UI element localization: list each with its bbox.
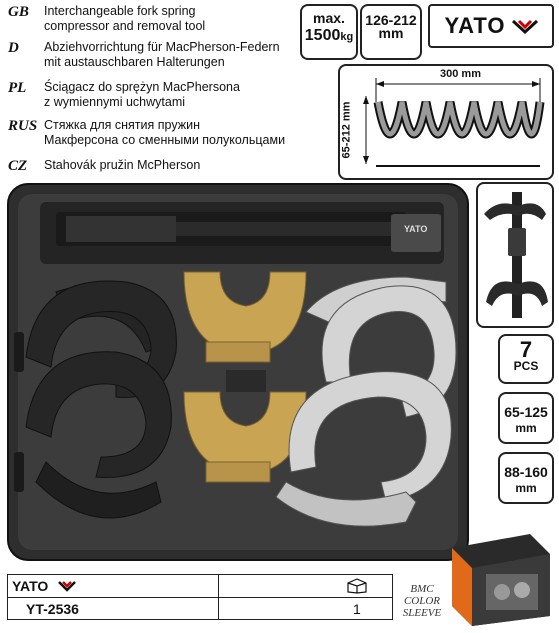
range-unit: mm (378, 25, 404, 41)
tool-side-image (476, 182, 554, 328)
large-range-value: 88-160 (504, 464, 548, 480)
lang-d: D Abziehvorrichtung für MacPherson-Feder… (8, 40, 280, 70)
spring-height-label: 65-212 mm (340, 101, 353, 159)
lang-line: mit austauschbaren Halterungen (44, 55, 225, 69)
lang-code: GB (8, 4, 29, 20)
lang-code: PL (8, 80, 27, 96)
brand-mark-icon (511, 19, 538, 34)
range-value: 126-212 (365, 12, 417, 28)
packaging-note-line: SLEEVE (402, 607, 442, 619)
table-header-row (8, 575, 392, 598)
lang-line: Abziehvorrichtung für MacPherson-Federn (44, 40, 280, 54)
packaging-note-line: COLOR (403, 595, 441, 607)
table-brand: YATO (12, 578, 49, 594)
lang-line: Interchangeable fork spring (44, 4, 196, 18)
small-range-value: 65-125 (504, 404, 548, 420)
pieces-count-unit: PCS (513, 359, 539, 373)
lang-pl: PL Ściągacz do sprężyn MacPhersona z wym… (8, 80, 240, 110)
max-unit: kg (340, 31, 354, 43)
compressor-tool-illustration (484, 192, 548, 318)
packaging-note-line: BMC (410, 583, 434, 595)
case-illustration: YATO (7, 183, 469, 561)
large-range-box: 88-160 mm (498, 452, 554, 504)
lang-code: RUS (8, 118, 38, 134)
max-load-box: max. 1500kg (300, 4, 358, 60)
product-code-table: YATO YT-2536 1 (7, 574, 393, 620)
lang-code: D (8, 40, 19, 56)
brand-logo: YATO (428, 4, 554, 48)
small-range-unit: mm (515, 421, 537, 435)
lang-line: Макферсона со сменными полукольцами (44, 133, 286, 147)
spring-drawing (363, 78, 545, 167)
small-range-box: 65-125 mm (498, 392, 554, 444)
product-code: YT-2536 (26, 601, 79, 617)
brand-logo-text: YATO (444, 13, 506, 38)
lang-line: Stahovák pružin McPherson (44, 158, 201, 172)
spring-width-label: 300 mm (440, 68, 481, 80)
lang-gb: GB Interchangeable fork spring compresso… (8, 4, 205, 34)
packaging-note: BMC COLOR SLEEVE (400, 583, 444, 619)
lang-rus: RUS Стяжка для снятия пружин Макферсона … (8, 118, 285, 148)
lang-line: compressor and removal tool (44, 19, 206, 33)
lang-code: CZ (8, 158, 28, 174)
pieces-count-value: 7 (519, 337, 533, 362)
spring-diagram: 300 mm 65-212 mm (338, 64, 554, 180)
max-value: 1500 (304, 27, 341, 44)
package-quantity: 1 (353, 601, 361, 617)
product-case-image: YATO (6, 182, 470, 564)
table-left-column (8, 575, 219, 619)
table-brand-mark-icon (58, 581, 76, 592)
max-label: max. (313, 10, 345, 26)
lang-line: Ściągacz do sprężyn MacPhersona (44, 80, 240, 94)
package-box-icon (347, 578, 367, 594)
lang-cz: CZ Stahovák pružin McPherson (8, 158, 200, 175)
svg-text:YATO: YATO (404, 224, 427, 234)
lang-line: Стяжка для снятия пружин (44, 118, 200, 132)
pieces-count-box: 7 PCS (498, 334, 554, 384)
lang-line: z wymiennymi uchwytami (44, 95, 186, 109)
large-range-unit: mm (515, 481, 537, 495)
range-box: 126-212 mm (360, 4, 422, 60)
packaging-image (446, 520, 552, 628)
boxed-case-illustration (452, 534, 550, 626)
